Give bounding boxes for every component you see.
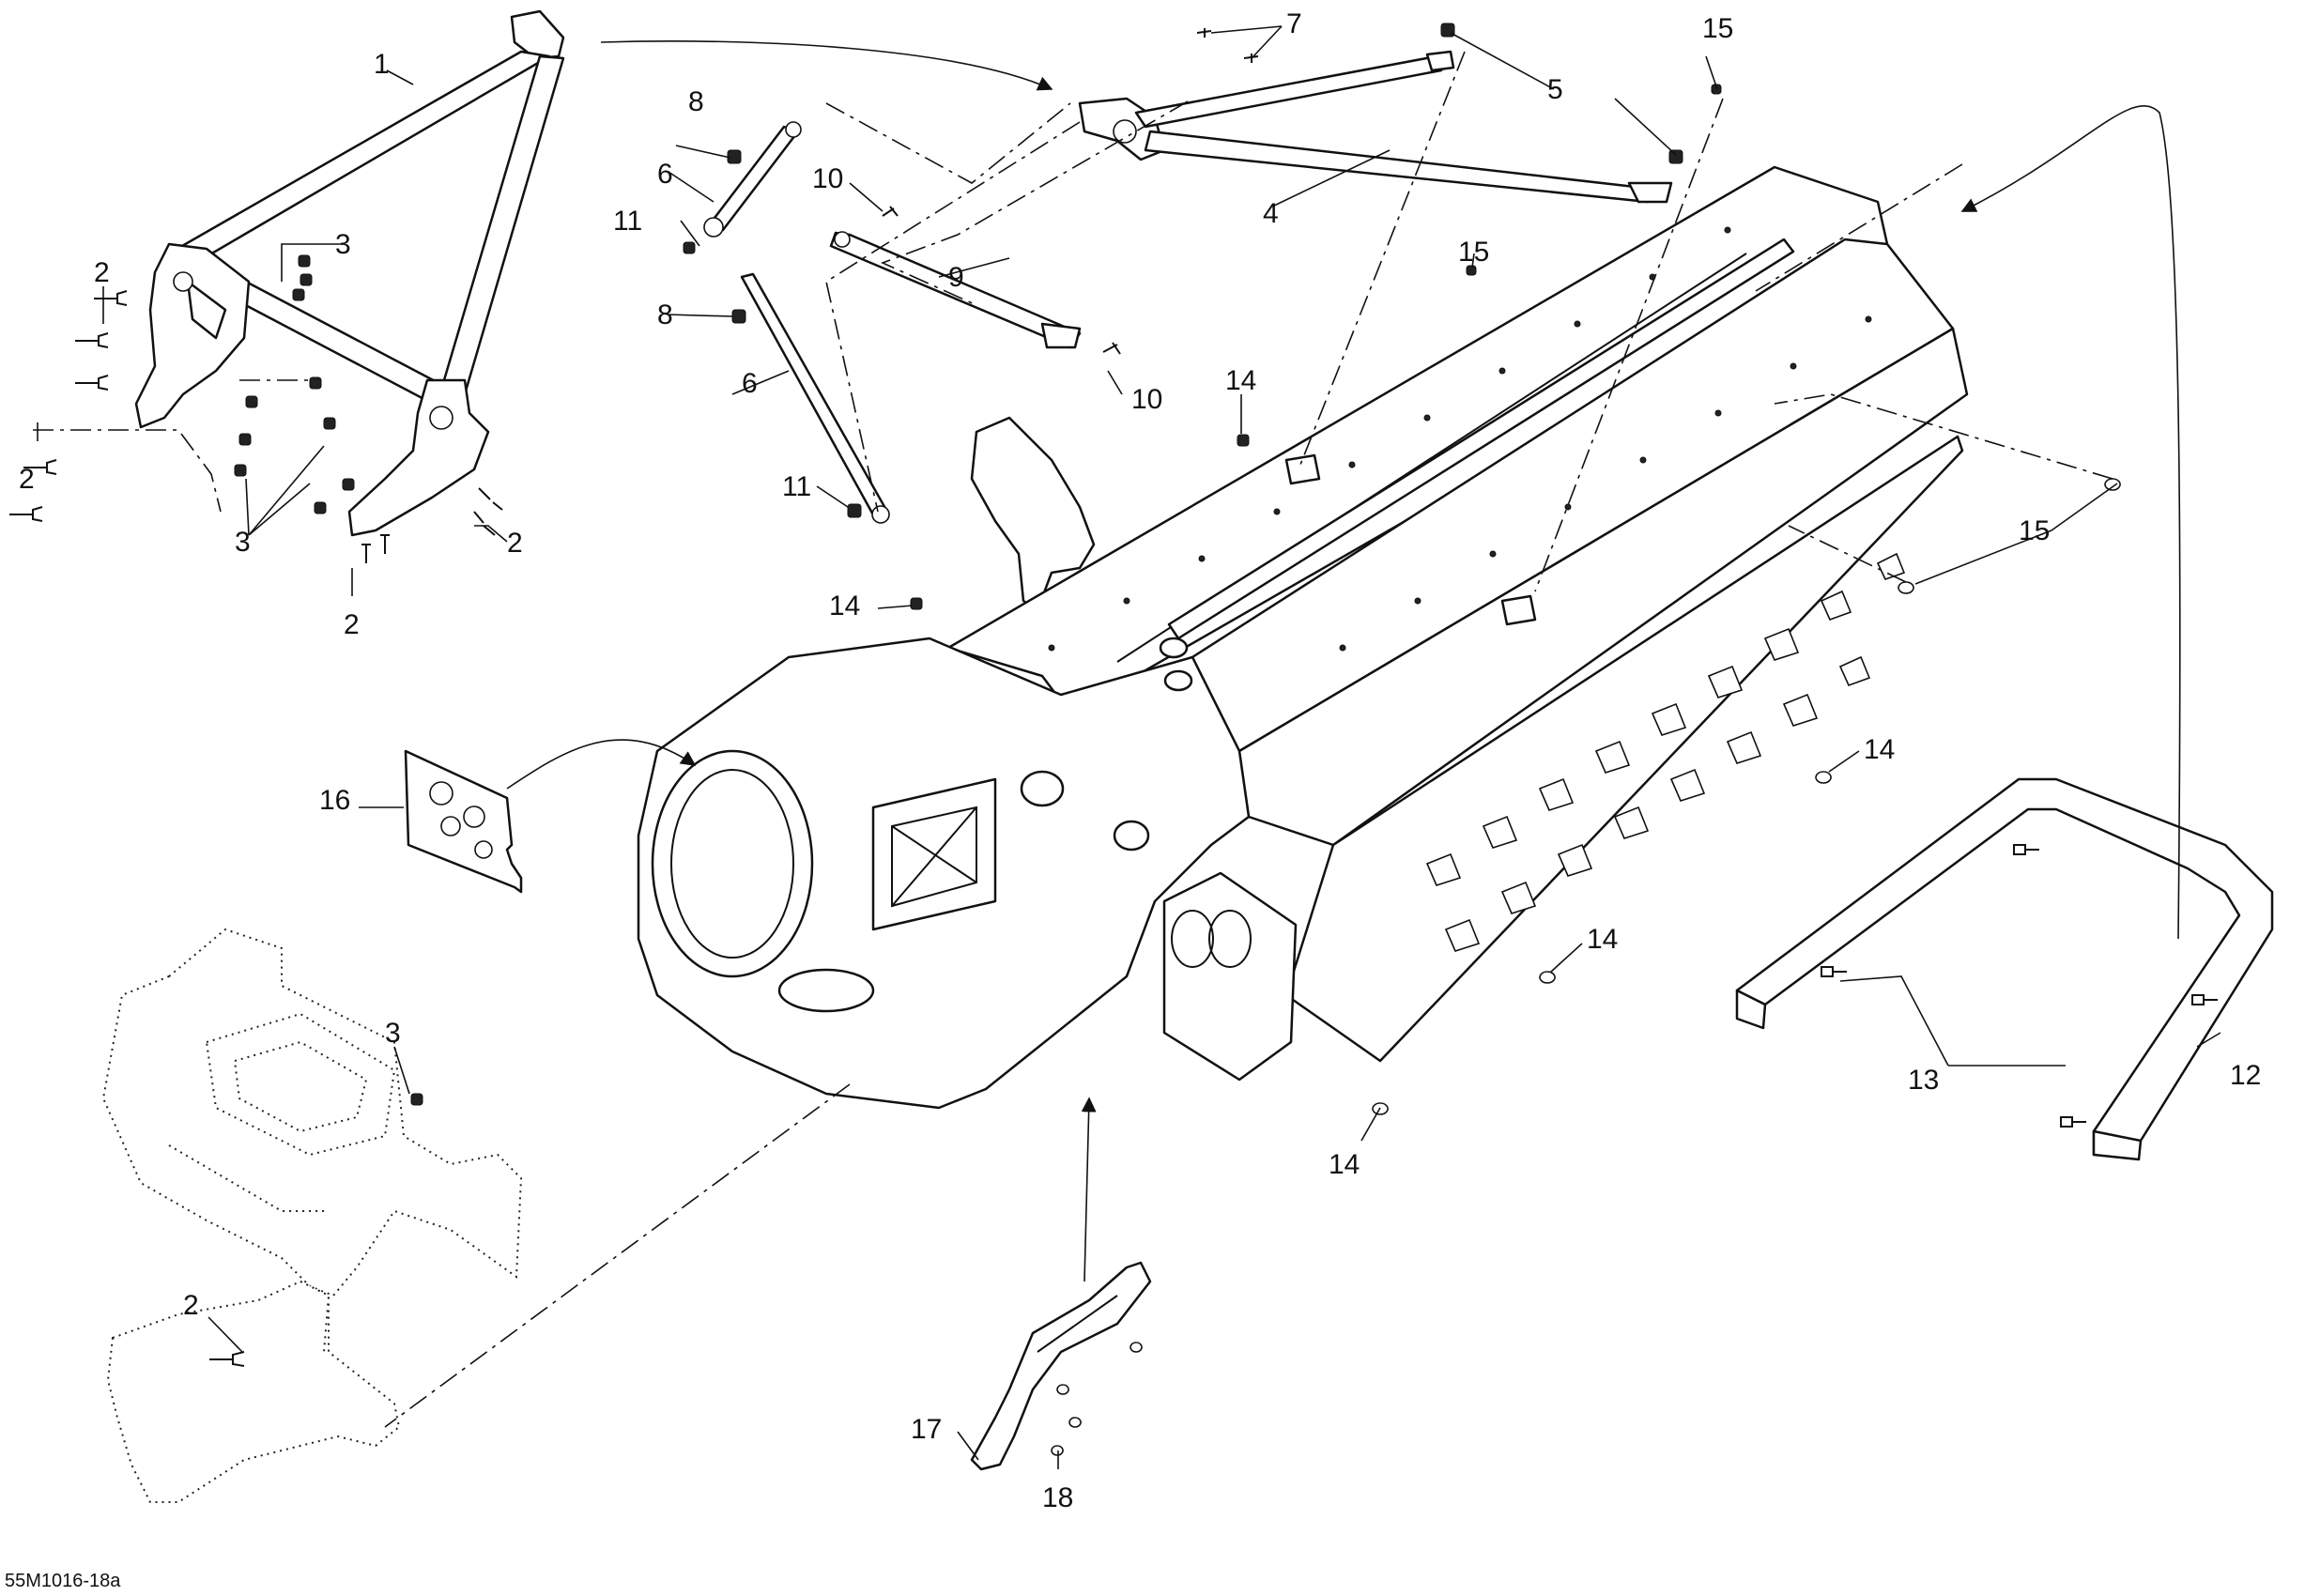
- callout-2: 2: [19, 464, 35, 495]
- nut-15a: [1466, 265, 1477, 276]
- callout-6: 6: [657, 159, 673, 190]
- callout-3: 3: [335, 229, 351, 260]
- drawing-reference-code: 55M1016-18a: [5, 1571, 121, 1591]
- bolt-10b: [1102, 342, 1121, 355]
- callout-2: 2: [507, 528, 523, 559]
- callout-14: 14: [1329, 1149, 1360, 1180]
- assembly-arrows: [506, 40, 2181, 1282]
- nut-14b: [910, 597, 923, 610]
- rear-bumper-part: [1735, 777, 2274, 1161]
- washer-14c: [1815, 771, 1832, 784]
- callout-15: 15: [2019, 515, 2050, 546]
- frame-nuts-3: [234, 254, 355, 514]
- nut-11a: [683, 241, 696, 254]
- assembly-center-lines: [384, 51, 2113, 1428]
- callout-4: 4: [1263, 198, 1279, 229]
- callout-14: 14: [1225, 365, 1256, 396]
- bumper-bolts-13: [1821, 844, 2218, 1128]
- nut-8b: [731, 309, 746, 324]
- bolt-10a: [882, 206, 899, 217]
- callout-2: 2: [344, 609, 360, 640]
- callout-3: 3: [385, 1018, 401, 1049]
- ghost-lower-bracket: [106, 1280, 401, 1503]
- callout-5: 5: [1547, 74, 1563, 105]
- callout-15: 15: [1702, 13, 1733, 44]
- callout-10: 10: [1131, 384, 1162, 415]
- brace-nut-5b: [1668, 149, 1683, 164]
- ghost-reference-assembly: [101, 928, 523, 1297]
- running-board-slots: [1425, 552, 1906, 952]
- callout-11: 11: [613, 206, 642, 237]
- washer-14d: [1539, 971, 1556, 984]
- strut-upper-6: [703, 121, 802, 238]
- nut-14a: [1237, 434, 1250, 447]
- callout-12: 12: [2230, 1060, 2261, 1091]
- callout-16: 16: [319, 785, 350, 816]
- callout-2: 2: [94, 257, 110, 288]
- heat-shield-plate-part: [404, 749, 523, 894]
- upper-brace-part: [1078, 50, 1673, 204]
- bolt-2-lower: [209, 1351, 245, 1367]
- washer-15d: [1898, 581, 1914, 594]
- callout-8: 8: [688, 86, 704, 117]
- frame-bolts-2: [9, 290, 503, 563]
- rail-bolts-18: [1051, 1342, 1143, 1456]
- callout-14: 14: [1864, 734, 1895, 765]
- strut-9: [829, 231, 1082, 349]
- callout-leaders: [37, 25, 2221, 1469]
- nut-3-lower: [410, 1093, 423, 1106]
- callout-9: 9: [948, 262, 964, 293]
- front-column-frame-part: [134, 9, 565, 537]
- callout-2: 2: [183, 1290, 199, 1321]
- callout-11: 11: [782, 471, 811, 502]
- callout-8: 8: [657, 299, 673, 330]
- callout-18: 18: [1042, 1482, 1073, 1513]
- callout-7: 7: [1286, 8, 1302, 39]
- callout-3: 3: [235, 527, 251, 558]
- callout-15: 15: [1458, 237, 1489, 268]
- washer-15c: [2104, 478, 2121, 491]
- callout-1: 1: [374, 49, 390, 80]
- strut-lower-6: [740, 272, 890, 524]
- callout-14: 14: [1587, 924, 1618, 955]
- callout-17: 17: [911, 1414, 942, 1445]
- nut-11b: [847, 503, 862, 518]
- callout-13: 13: [1908, 1065, 1939, 1096]
- steering-bracket-part: [970, 416, 1096, 612]
- callout-14: 14: [829, 591, 860, 622]
- side-rail-part-17: [970, 1261, 1152, 1471]
- callout-labels: 1 2 2 2 2 2 3 3 3 4 5 6 6 7 8 8 9 10 10 …: [5, 8, 2261, 1591]
- callout-10: 10: [812, 163, 843, 194]
- chassis-tunnel-part: [637, 165, 1969, 1110]
- rivet-line: [1048, 226, 1872, 652]
- brace-bolts-7: [1196, 28, 1259, 63]
- callout-6: 6: [742, 368, 758, 399]
